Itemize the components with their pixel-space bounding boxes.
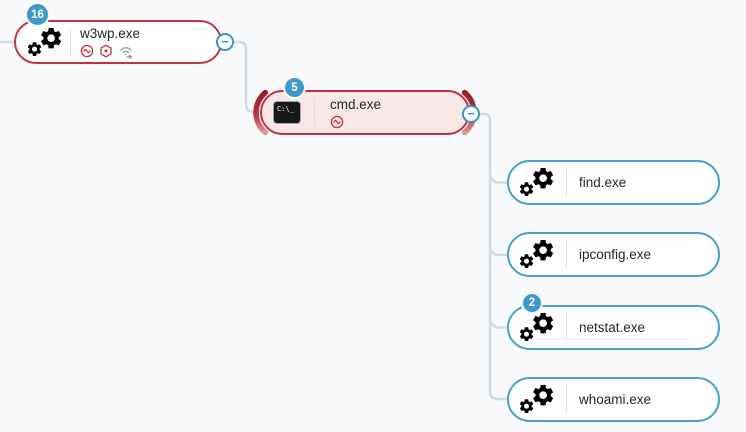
collapse-button-cmd[interactable]: − [462,105,480,123]
connector-edge-cmd-netstat [488,316,509,329]
child-count-badge: 16 [25,2,50,27]
process-node-whoami[interactable]: whoami.exe [507,377,720,422]
event-icons-row [330,115,381,129]
pulse-circle-icon [330,115,344,128]
process-gears-icon [518,165,556,200]
pulse-circle-icon [80,44,94,58]
process-node-w3wp[interactable]: w3wp.exe [14,20,222,64]
child-count-badge: 5 [283,76,306,99]
process-name-label: netstat.exe [579,319,646,335]
connector-edge-cmd-ipconfig [488,243,509,257]
process-node-find[interactable]: find.exe [507,160,720,205]
node-divider [566,314,567,341]
shield-hexagon-icon [100,44,112,58]
network-out-icon [120,46,133,59]
process-gears-icon [518,310,556,345]
connector-edge-cmd-trunk [478,112,509,401]
process-name-label: find.exe [579,174,627,190]
connector-edge-cmd-find [488,171,509,184]
selection-crescent-left [253,89,269,136]
collapse-button-w3wp[interactable]: − [216,33,234,51]
terminal-icon: C:\_ [273,101,301,124]
node-divider [566,169,567,196]
connector-edge-w3wp-cmd [231,40,262,114]
process-name-label: ipconfig.exe [579,246,652,262]
process-name-label: cmd.exe [330,96,382,112]
node-divider [566,386,567,413]
node-divider [566,241,567,268]
process-name-label: w3wp.exe [80,25,141,41]
node-divider [314,99,315,126]
process-name-label: whoami.exe [579,391,652,407]
process-gears-icon [518,382,556,417]
process-gears-icon [26,25,64,60]
child-count-badge: 2 [521,292,543,314]
process-node-ipconfig[interactable]: ipconfig.exe [507,232,720,277]
node-divider [70,29,71,55]
process-gears-icon [518,237,556,272]
event-icons-row [80,44,140,59]
process-node-netstat[interactable]: netstat.exe [507,305,720,350]
